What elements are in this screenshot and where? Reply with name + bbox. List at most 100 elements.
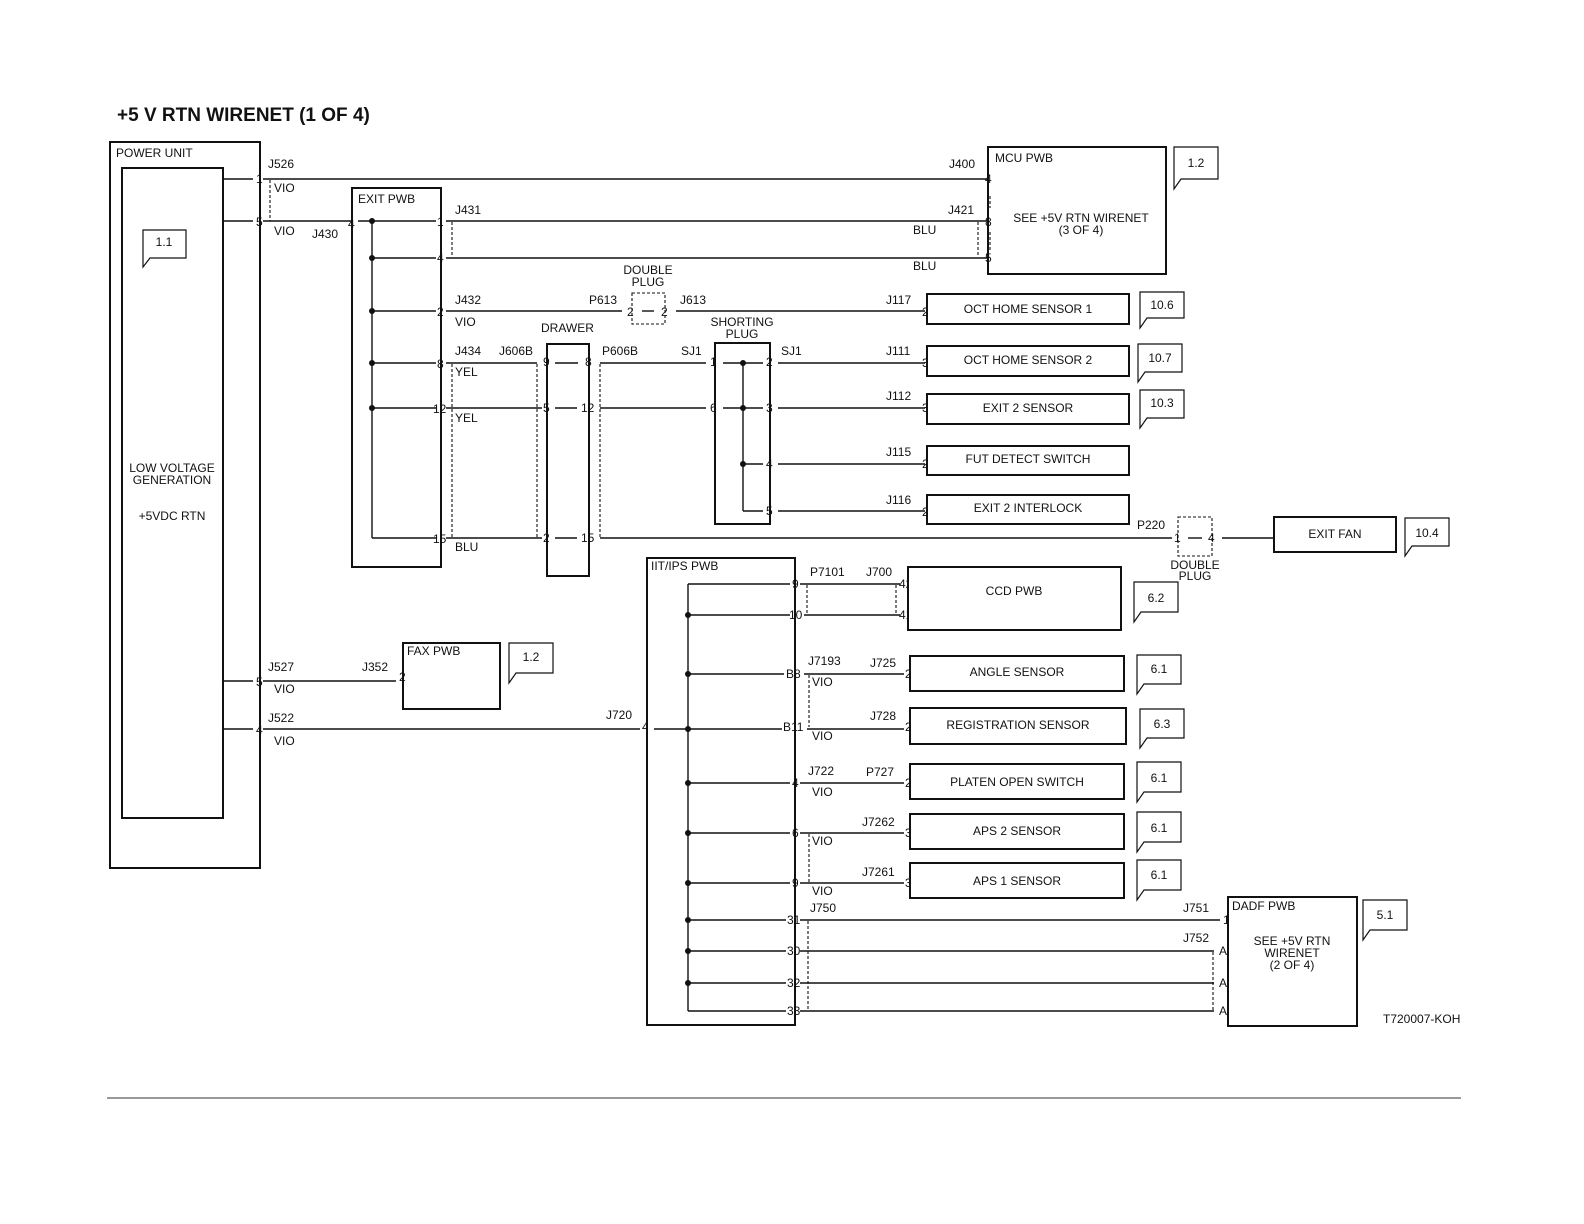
pin-label: 32 bbox=[787, 976, 801, 990]
connector-label: J434 bbox=[455, 344, 481, 358]
pin-label: 1 bbox=[437, 215, 444, 229]
connector-label: J117 bbox=[886, 293, 911, 307]
reference-number: 10.3 bbox=[1150, 396, 1174, 410]
pin-label: 6 bbox=[710, 401, 717, 415]
drawer-label: DRAWER bbox=[541, 321, 594, 335]
wire-color-label: YEL bbox=[455, 411, 478, 425]
pin-label: 2 bbox=[399, 670, 406, 684]
connector-label: J526 bbox=[268, 157, 294, 171]
fax-label: FAX PWB bbox=[407, 644, 460, 658]
fax-pwb: FAX PWB 1.2 bbox=[402, 642, 554, 710]
pin-label: 5 bbox=[256, 675, 263, 689]
connector-label: J116 bbox=[886, 493, 911, 507]
wire-color-label: VIO bbox=[274, 734, 295, 748]
reference-flag bbox=[508, 642, 554, 685]
wire-color-label: VIO bbox=[812, 884, 833, 898]
sensor-label: OCT HOME SENSOR 2 bbox=[964, 353, 1093, 367]
pin-label: 9 bbox=[792, 577, 799, 591]
sensor-label: PLATEN OPEN SWITCH bbox=[950, 775, 1084, 789]
mcu-note-line2: (3 OF 4) bbox=[1059, 223, 1104, 237]
figure-id: T720007-KOH bbox=[1383, 1012, 1460, 1026]
pin-label: 2 bbox=[543, 531, 550, 545]
sensor-oct-home-1: OCT HOME SENSOR 1 10.6 bbox=[926, 291, 1185, 330]
pin-label: 2 bbox=[922, 305, 929, 319]
connector-label: J7262 bbox=[862, 815, 895, 829]
pin-label: 3 bbox=[905, 826, 912, 840]
wire-color-label: VIO bbox=[274, 224, 295, 238]
connector-label: J750 bbox=[810, 901, 836, 915]
reference-number: 10.7 bbox=[1148, 351, 1172, 365]
connector-label: J728 bbox=[870, 709, 896, 723]
exit-pwb: EXIT PWB bbox=[351, 187, 442, 568]
pin-label: 2 bbox=[437, 305, 444, 319]
reference-number: 1.1 bbox=[156, 235, 173, 249]
pin-label: 2 bbox=[922, 505, 929, 519]
pin-label: 2 bbox=[905, 667, 912, 681]
power-unit-label: POWER UNIT bbox=[116, 146, 193, 160]
pin-label: 3 bbox=[766, 401, 773, 415]
wire-color-label: BLU bbox=[455, 540, 478, 554]
connector-label: SJ1 bbox=[681, 344, 702, 358]
reference-flag bbox=[1137, 343, 1183, 384]
connector-label: J613 bbox=[680, 293, 706, 307]
pin-label: 2 bbox=[905, 720, 912, 734]
reference-flag bbox=[1173, 146, 1219, 191]
pin-label: 15 bbox=[433, 532, 447, 546]
connector-label: J527 bbox=[268, 660, 294, 674]
pin-label: 5 bbox=[543, 401, 550, 415]
connector-label: J522 bbox=[268, 711, 294, 725]
double-plug-label: PLUG bbox=[632, 275, 665, 289]
pin-label: 12 bbox=[433, 402, 447, 416]
pin-label: 10 bbox=[789, 608, 803, 622]
ccd-label: CCD PWB bbox=[986, 584, 1043, 598]
iit-label: IIT/IPS PWB bbox=[651, 559, 718, 573]
pin-label: 8 bbox=[585, 355, 592, 369]
pin-label: 12 bbox=[581, 401, 595, 415]
sensor-label: ANGLE SENSOR bbox=[970, 665, 1065, 679]
connector-label: J112 bbox=[886, 389, 911, 403]
connector-label: J111 bbox=[886, 344, 911, 358]
reference-flag bbox=[142, 229, 187, 269]
mcu-note-line1: SEE +5V RTN WIRENET bbox=[1013, 211, 1149, 225]
reference-flag bbox=[1139, 708, 1185, 750]
reference-flag bbox=[1133, 581, 1179, 624]
pin-label: 5 bbox=[985, 251, 992, 265]
double-plug-label: DOUBLE bbox=[623, 263, 672, 277]
sensor-label: APS 2 SENSOR bbox=[973, 824, 1061, 838]
reference-number: 1.2 bbox=[523, 650, 540, 664]
connector-label: P613 bbox=[589, 293, 617, 307]
pin-label: 3 bbox=[922, 356, 929, 370]
pin-label: 4 bbox=[985, 172, 992, 186]
reference-flag bbox=[1362, 899, 1408, 942]
interlock-exit-2: EXIT 2 INTERLOCK bbox=[926, 494, 1130, 525]
wire-color-label: VIO bbox=[812, 834, 833, 848]
reference-number: 6.1 bbox=[1151, 662, 1168, 676]
pin-label: 4 bbox=[1208, 531, 1215, 545]
pin-label: 4 bbox=[642, 720, 649, 734]
wire-color-label: VIO bbox=[812, 785, 833, 799]
connector-label: J606B bbox=[499, 344, 533, 358]
pin-label: 15 bbox=[581, 531, 595, 545]
pin-label: 4 bbox=[256, 723, 263, 737]
pin-label: 31 bbox=[787, 913, 801, 927]
double-plug bbox=[1177, 516, 1213, 557]
double-plug bbox=[631, 292, 666, 325]
mcu-label: MCU PWB bbox=[995, 151, 1053, 165]
sensor-label: APS 1 SENSOR bbox=[973, 874, 1061, 888]
connector-label: J725 bbox=[870, 656, 896, 670]
pin-label: 5 bbox=[766, 504, 773, 518]
sensor-label: OCT HOME SENSOR 1 bbox=[964, 302, 1093, 316]
reference-flag bbox=[1136, 654, 1182, 696]
pin-label: 2 bbox=[922, 457, 929, 471]
reference-flag bbox=[1139, 291, 1185, 330]
pin-label: 1 bbox=[710, 355, 717, 369]
power-unit: POWER UNIT LOW VOLTAGE GENERATION +5VDC … bbox=[109, 141, 261, 869]
iit-ips-pwb: IIT/IPS PWB bbox=[646, 557, 796, 1026]
switch-fut-detect: FUT DETECT SWITCH bbox=[926, 445, 1130, 476]
reference-number: 6.1 bbox=[1151, 868, 1168, 882]
connector-label: J720 bbox=[606, 708, 632, 722]
wire-color-label: YEL bbox=[455, 365, 478, 379]
sensor-oct-home-2: OCT HOME SENSOR 2 10.7 bbox=[926, 343, 1183, 384]
exit-fan: EXIT FAN 10.4 bbox=[1273, 516, 1450, 558]
reference-flag bbox=[1404, 517, 1450, 558]
